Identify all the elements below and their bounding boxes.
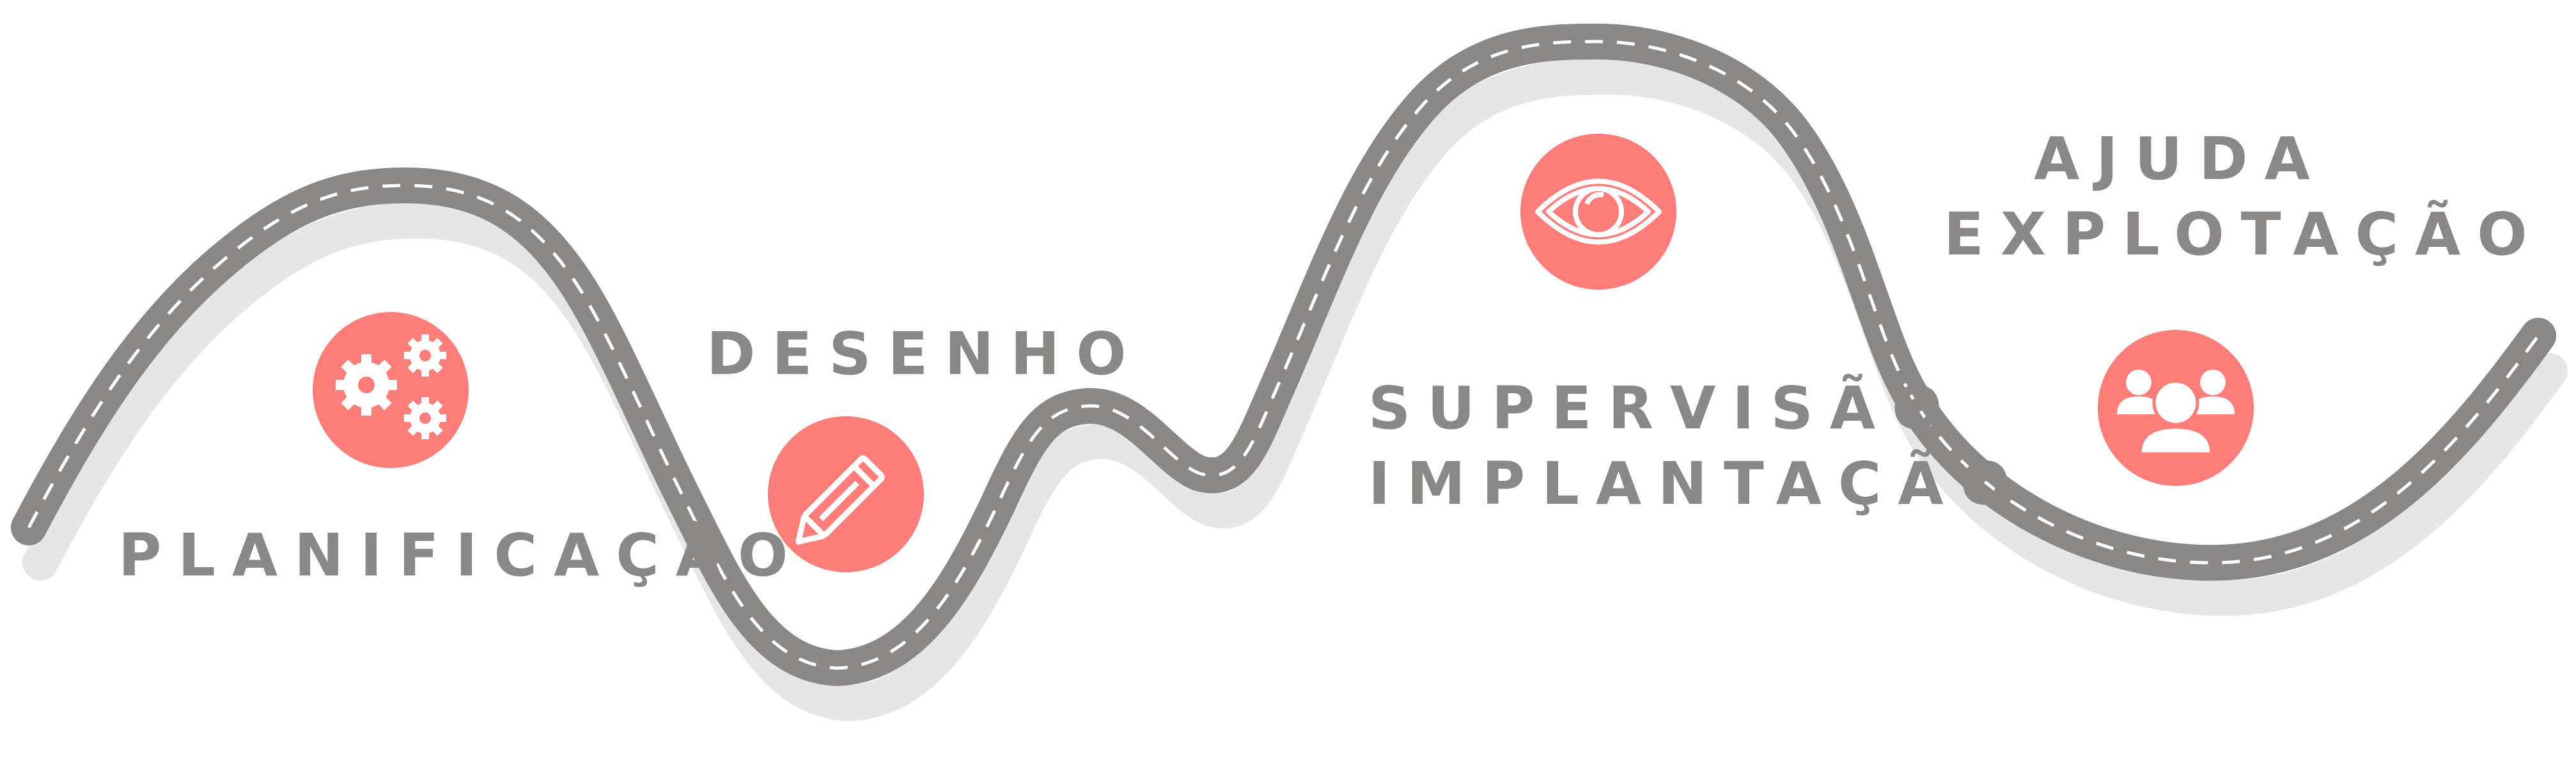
eye-icon xyxy=(1535,178,1662,245)
stage-label-supervision: SUPERVISÃO IMPLANTAÇÃO xyxy=(1368,371,2027,522)
stage-label-supervision-line-1: SUPERVISÃO xyxy=(1368,374,1959,442)
gears-icon xyxy=(336,334,446,439)
stage-label-support-line-1: AJUDA xyxy=(2034,125,2327,193)
stage-label-support: AJUDA EXPLOTAÇÃO xyxy=(1944,121,2544,272)
pencil-icon xyxy=(795,455,885,545)
supervision-icon-badge xyxy=(1520,134,1676,290)
stage-label-supervision-line-2: IMPLANTAÇÃO xyxy=(1368,449,2027,518)
stage-label-planning-line: PLANIFICAÇÃO xyxy=(118,521,805,590)
stage-label-planning: PLANIFICAÇÃO xyxy=(118,518,804,593)
users-group-icon xyxy=(2117,370,2235,456)
stage-label-support-line-2: EXPLOTAÇÃO xyxy=(1944,200,2544,269)
design-icon-badge xyxy=(768,416,924,572)
planning-icon-badge xyxy=(313,312,469,468)
support-icon-badge xyxy=(2098,330,2254,486)
stage-label-design: DESENHO xyxy=(706,317,1143,392)
stage-label-design-line: DESENHO xyxy=(706,320,1143,388)
